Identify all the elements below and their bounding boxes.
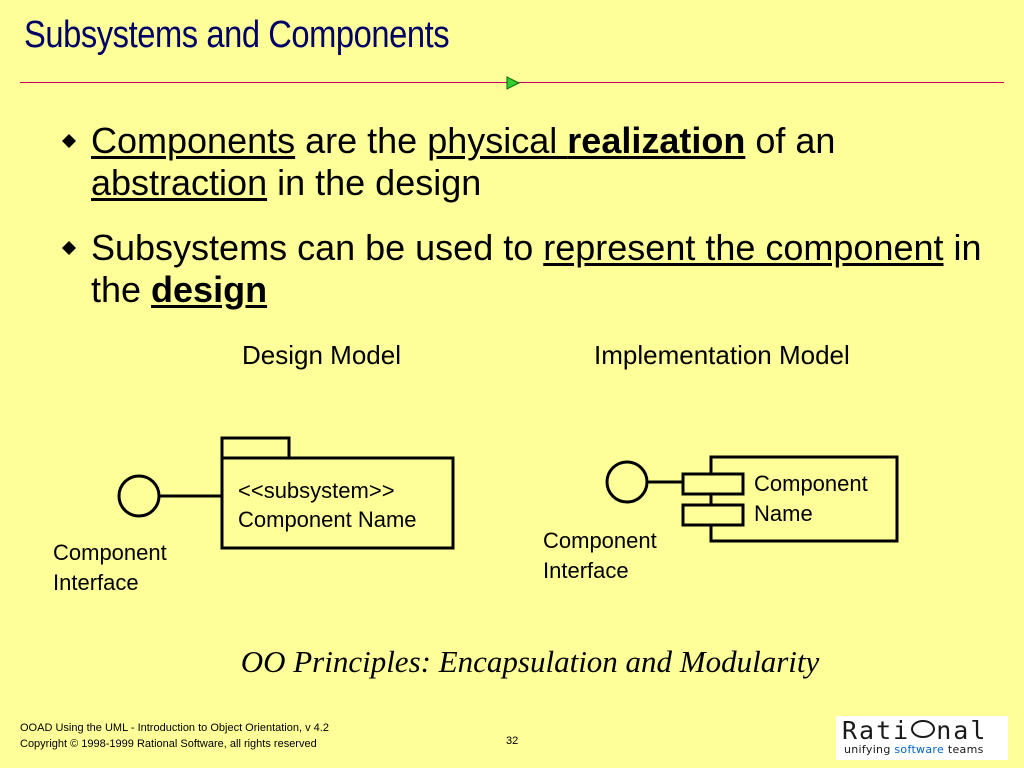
subsystem-name: Component Name [238,507,417,532]
impl-interface-circle [605,460,649,504]
bullet-segment: design [151,269,268,310]
slide-title: Subsystems and Components [24,14,450,56]
bullet-subsystems: Subsystems can be used to represent the … [62,227,982,311]
bullet-text: Components are the physical realization … [91,120,982,204]
logo-tagline: unifying software teams [844,743,984,756]
bullet-segment: in the [91,227,982,310]
design-interface-circle [117,474,161,518]
component-tab-bottom [681,503,745,527]
implementation-model-label: Implementation Model [594,340,850,370]
subsystem-package-body [220,456,455,550]
design-interface-label-line2: Interface [53,570,139,595]
design-model-label: Design Model [242,340,401,370]
footer-text: OOAD Using the UML - Introduction to Obj… [20,720,329,752]
impl-interface-label-line2: Interface [543,558,629,583]
bullet-segment: are the [295,120,428,161]
logo-o-icon [911,720,936,738]
footer-course: OOAD Using the UML - Introduction to Obj… [20,722,329,734]
footer-copyright: Copyright © 1998-1999 Rational Software,… [20,738,317,750]
component-name-line1: Component [754,471,868,496]
bullet-segment: represent the component [543,227,944,268]
bullet-segment: in the design [267,162,482,203]
bullet-components: Components are the physical realization … [62,120,982,204]
play-marker-icon [506,76,520,90]
bullet-text: Subsystems can be used to represent the … [91,227,982,311]
bullet-segment: of an [745,120,836,161]
bullet-segment: realization [567,120,746,161]
component-body [709,455,899,543]
impl-interface-label-line1: Component [543,528,657,553]
bullet-segment: Subsystems can be used to [91,227,544,268]
subsystem-package-tab [220,436,291,460]
page-number: 32 [506,735,519,747]
bullet-segment: abstraction [91,162,268,203]
principles-caption: OO Principles: Encapsulation and Modular… [240,644,820,679]
component-name-line2: Name [754,501,813,526]
diamond-bullet-icon [62,241,76,255]
diamond-bullet-icon [62,134,76,148]
subsystem-stereotype: <<subsystem>> [238,478,395,503]
component-tab-top [681,472,745,496]
bullet-segment: Components [91,120,296,161]
bullet-segment: physical [427,120,568,161]
design-interface-label-line1: Component [53,540,167,565]
